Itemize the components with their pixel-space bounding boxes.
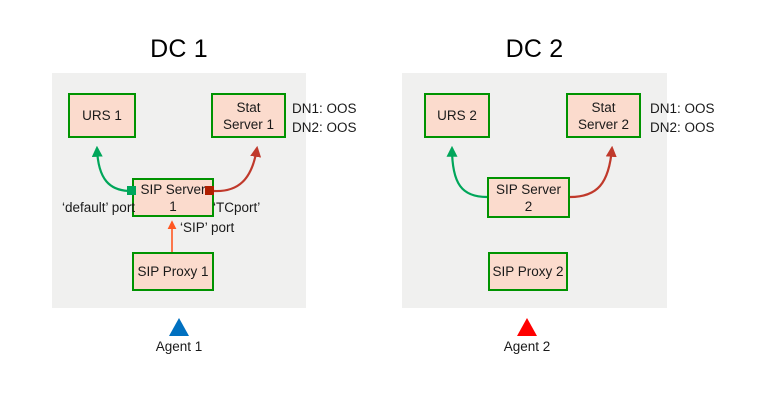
dc1-default-port-line1: ‘default’ bbox=[62, 200, 109, 215]
dc1-default-port-marker[interactable] bbox=[127, 186, 136, 195]
dc1-node-urs[interactable]: URS 1 bbox=[68, 93, 136, 138]
dc2-dn2-status: DN2: OOS bbox=[650, 120, 715, 135]
dc2-node-sip-proxy[interactable]: SIP Proxy 2 bbox=[488, 252, 568, 291]
dc2-urs-label: URS 2 bbox=[437, 108, 477, 123]
dc2-sip-server-label-line2: 2 bbox=[524, 198, 533, 214]
dc1-node-sip-server[interactable]: SIP Server 1 bbox=[132, 178, 214, 217]
dc2-node-sip-server[interactable]: SIP Server 2 bbox=[487, 177, 570, 218]
dc2-dn-status: DN1: OOS DN2: OOS bbox=[650, 99, 715, 137]
dc1-dn-status: DN1: OOS DN2: OOS bbox=[292, 99, 357, 137]
dc1-sip-proxy-label: SIP Proxy 1 bbox=[137, 264, 209, 279]
agent2-triangle-icon bbox=[517, 318, 537, 336]
dc2-agent: Agent 2 bbox=[467, 318, 587, 356]
dc1-edge-sipserver-to-urs bbox=[91, 145, 132, 193]
dc2-dn1-status: DN1: OOS bbox=[650, 101, 715, 116]
dc1-node-sip-proxy[interactable]: SIP Proxy 1 bbox=[132, 252, 214, 291]
dc2-edge-sipserver-to-urs bbox=[446, 145, 488, 199]
dc1-node-stat-server[interactable]: Stat Server 1 bbox=[211, 93, 286, 138]
dc1-dn1-status: DN1: OOS bbox=[292, 101, 357, 116]
dc1-sip-port-label: ‘SIP’ port bbox=[180, 219, 260, 236]
agent1-label: Agent 1 bbox=[155, 339, 203, 354]
dc2-sip-proxy-label: SIP Proxy 2 bbox=[492, 264, 564, 279]
dc1-default-port-label: ‘default’ port bbox=[62, 199, 135, 216]
dc1-urs-label: URS 1 bbox=[82, 108, 122, 123]
dc1-edge-sipserver-to-statserver bbox=[213, 145, 262, 193]
dc1-default-port-line2: port bbox=[111, 200, 136, 215]
dc1-agent: Agent 1 bbox=[119, 318, 239, 356]
dc1-stat-server-label-line2: Server 1 bbox=[222, 116, 275, 132]
dc2-stat-server-label-line1: Stat bbox=[591, 99, 616, 115]
agent1-triangle-icon bbox=[169, 318, 189, 336]
dc2-stat-server-label-line2: Server 2 bbox=[577, 116, 630, 132]
dc1-sip-port-text: ‘SIP’ port bbox=[180, 220, 235, 235]
dc1-stat-server-label-line1: Stat bbox=[236, 99, 261, 115]
dc2-title: DC 2 bbox=[505, 35, 564, 63]
dc1-tcport-marker[interactable] bbox=[205, 186, 214, 195]
dc1-title: DC 1 bbox=[150, 35, 208, 63]
dc1-tcport-text: ‘TCport’ bbox=[213, 200, 261, 215]
dc1-sip-server-label-line2: 1 bbox=[169, 198, 177, 214]
dc2-node-urs[interactable]: URS 2 bbox=[424, 93, 490, 138]
dc2-edge-sipserver-to-statserver bbox=[569, 145, 617, 199]
dc2-sip-server-label-line1: SIP Server bbox=[495, 181, 562, 197]
dc1-tcport-label: ‘TCport’ bbox=[213, 199, 283, 216]
dc1-sip-server-label-line1: SIP Server bbox=[140, 181, 206, 197]
dc2-node-stat-server[interactable]: Stat Server 2 bbox=[566, 93, 641, 138]
agent2-label: Agent 2 bbox=[503, 339, 551, 354]
dc1-dn2-status: DN2: OOS bbox=[292, 120, 357, 135]
